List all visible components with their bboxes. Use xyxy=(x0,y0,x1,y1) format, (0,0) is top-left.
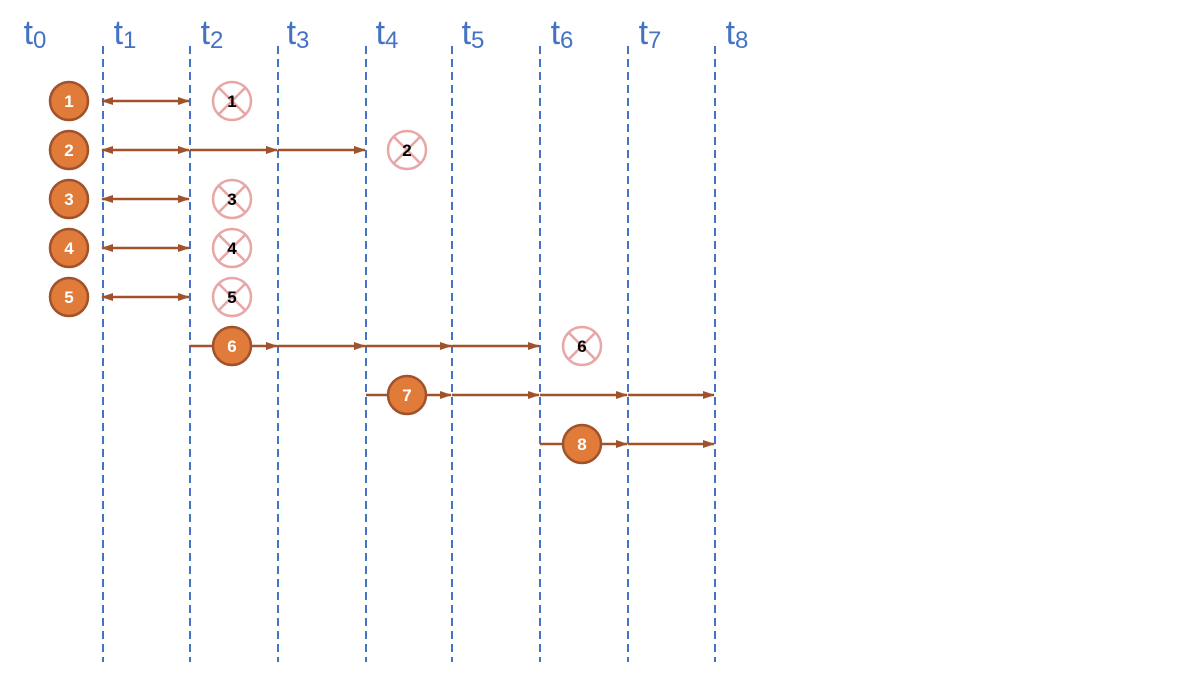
time-label-subscript: 5 xyxy=(471,27,484,54)
item-node-3: 3 xyxy=(48,178,90,220)
item-node-4: 4 xyxy=(48,227,90,269)
item-node-6: 6 xyxy=(211,325,253,367)
item-node-label: 5 xyxy=(64,288,73,307)
time-label-base: t xyxy=(551,14,561,52)
dead-node-label: 3 xyxy=(227,190,236,209)
item-node-label: 1 xyxy=(64,92,73,111)
dead-node-label: 2 xyxy=(402,141,411,160)
item-dead-5: 5 xyxy=(211,276,253,318)
dead-node-label: 4 xyxy=(227,239,237,258)
cross-icon xyxy=(217,184,247,214)
item-node-8: 8 xyxy=(561,423,603,465)
time-label-3: t3 xyxy=(287,14,310,54)
time-label-subscript: 0 xyxy=(33,27,46,54)
cross-icon xyxy=(567,331,597,361)
time-label-0: t0 xyxy=(24,14,47,54)
time-label-base: t xyxy=(201,14,211,52)
item-dead-1: 1 xyxy=(211,80,253,122)
time-label-subscript: 1 xyxy=(123,27,136,54)
timelines xyxy=(102,46,716,662)
time-label-subscript: 8 xyxy=(735,27,748,54)
time-label-base: t xyxy=(462,14,472,52)
cross-icon xyxy=(217,233,247,263)
time-label-subscript: 3 xyxy=(296,27,309,54)
item-node-label: 7 xyxy=(402,386,411,405)
item-node-circle xyxy=(561,423,603,465)
time-label-4: t4 xyxy=(376,14,399,54)
item-node-label: 4 xyxy=(64,239,74,258)
item-node-label: 6 xyxy=(227,337,236,356)
dead-node-label: 1 xyxy=(227,92,236,111)
item-node-circle xyxy=(386,374,428,416)
cross-icon xyxy=(392,135,422,165)
item-dead-6: 6 xyxy=(561,325,603,367)
time-label-subscript: 7 xyxy=(648,27,661,54)
time-label-base: t xyxy=(24,14,34,52)
time-label-7: t7 xyxy=(639,14,662,54)
item-nodes: 1 1 2 2 3 3 4 4 5 5 6 6 7 8 xyxy=(48,80,603,465)
item-node-label: 3 xyxy=(64,190,73,209)
item-node-circle xyxy=(48,276,90,318)
time-label-5: t5 xyxy=(462,14,485,54)
item-node-circle xyxy=(48,80,90,122)
item-node-circle xyxy=(211,325,253,367)
item-node-5: 5 xyxy=(48,276,90,318)
dead-node-label: 6 xyxy=(577,337,586,356)
time-label-base: t xyxy=(287,14,297,52)
item-node-1: 1 xyxy=(48,80,90,122)
item-node-label: 2 xyxy=(64,141,73,160)
time-label-6: t6 xyxy=(551,14,574,54)
cross-icon xyxy=(217,282,247,312)
item-node-label: 8 xyxy=(577,435,586,454)
item-node-circle xyxy=(48,227,90,269)
dead-node-label: 5 xyxy=(227,288,236,307)
item-dead-4: 4 xyxy=(211,227,253,269)
item-node-circle xyxy=(48,129,90,171)
time-label-subscript: 6 xyxy=(560,27,573,54)
item-dead-2: 2 xyxy=(386,129,428,171)
time-label-2: t2 xyxy=(201,14,224,54)
cross-icon xyxy=(217,86,247,116)
time-label-base: t xyxy=(376,14,386,52)
time-label-base: t xyxy=(726,14,736,52)
time-label-subscript: 2 xyxy=(210,27,223,54)
item-node-7: 7 xyxy=(386,374,428,416)
time-label-base: t xyxy=(114,14,124,52)
item-dead-3: 3 xyxy=(211,178,253,220)
item-node-2: 2 xyxy=(48,129,90,171)
item-node-circle xyxy=(48,178,90,220)
time-label-subscript: 4 xyxy=(385,27,398,54)
time-label-base: t xyxy=(639,14,649,52)
time-label-1: t1 xyxy=(114,14,137,54)
time-label-8: t8 xyxy=(726,14,749,54)
